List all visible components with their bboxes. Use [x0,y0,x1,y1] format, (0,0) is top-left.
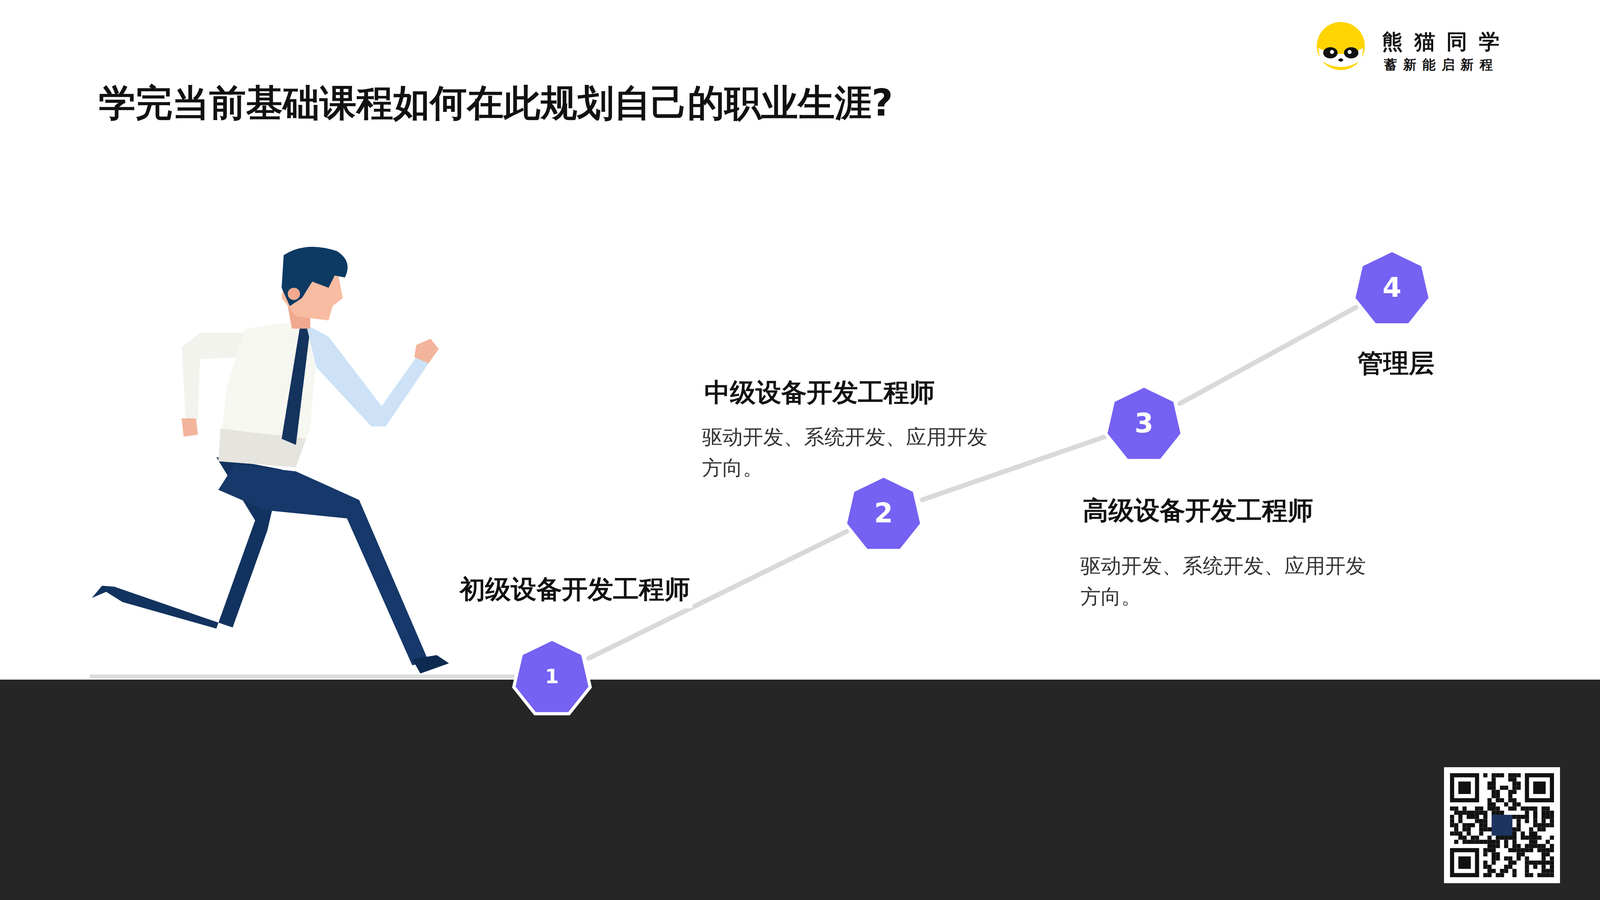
progress-connector [1179,307,1356,404]
step-number: 1 [512,637,592,716]
hair [281,246,348,306]
step-number: 2 [844,474,923,553]
ground-line [89,674,516,679]
shoe [412,655,450,674]
step-node: 2中级设备开发工程师驱动开发、系统开发、应用开发方向。 [844,474,923,553]
step-number: 3 [1104,384,1184,463]
page-title: 学完当前基础课程如何在此规划自己的职业生涯? [98,78,893,128]
brand-slogan: 蓄新能启新程 [1384,56,1499,74]
step-heading: 初级设备开发工程师 [457,570,693,609]
step-number: 4 [1352,248,1432,327]
fist [414,338,439,364]
step-description: 驱动开发、系统开发、应用开发方向。 [1080,550,1377,612]
step-node: 1初级设备开发工程师 [512,637,592,716]
tie [281,326,310,445]
step-description: 驱动开发、系统开发、应用开发方向。 [702,422,998,484]
front-leg [218,464,429,666]
step-node: 3高级设备开发工程师驱动开发、系统开发、应用开发方向。 [1104,384,1184,463]
shirt-torso [218,320,319,468]
step-heading: 高级设备开发工程师 [1080,491,1316,530]
step-heading: 管理层 [1355,344,1437,383]
step-node: 4管理层 [1352,248,1432,327]
brand-name: 熊猫同学 [1382,28,1511,56]
panda-logo [1316,22,1365,70]
front-arm [306,324,429,427]
ground-band [0,679,1600,900]
back-hand [181,418,198,437]
qr-code [1444,767,1560,884]
step-heading: 中级设备开发工程师 [702,373,938,412]
ear [287,287,300,300]
